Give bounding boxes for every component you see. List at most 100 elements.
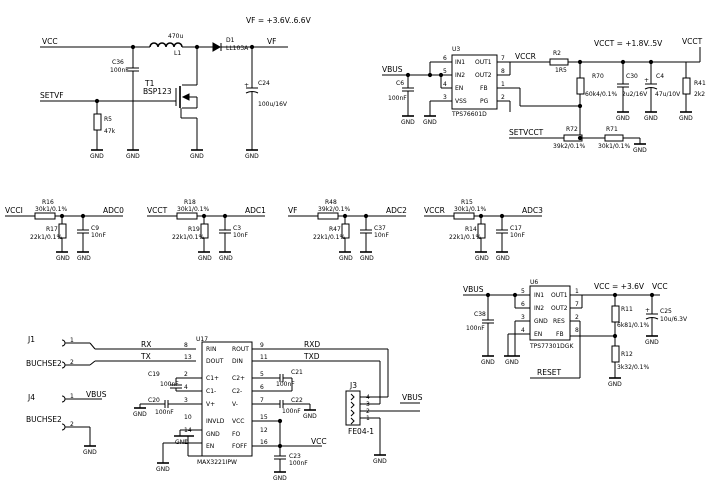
adc-dividers: VCCIR1630k1/0.1%ADC0R1722k1/0.1%C910nFGN… xyxy=(5,199,543,262)
j3-part: FE04-1 xyxy=(348,427,374,436)
u6-pin-in1: IN1 xyxy=(534,292,544,299)
j4-contact xyxy=(61,423,66,431)
vcc-voltage-note: VCC = +3.6V xyxy=(594,282,645,291)
vbus-net-label: VBUS xyxy=(382,65,403,74)
r41-value: 2k2 xyxy=(694,91,705,98)
u6-pin-gnd: GND xyxy=(534,318,548,325)
u3-pin-in2: IN2 xyxy=(455,72,465,79)
adc-output-net-label: ADC2 xyxy=(386,206,407,215)
c25-value: 10u/6.3V xyxy=(660,316,688,323)
u17-pin-right: V- xyxy=(232,401,238,408)
gnd-label: GND xyxy=(360,255,374,262)
u17-pin-right: C2+ xyxy=(232,375,245,382)
gnd-label: GND xyxy=(608,381,622,388)
adc-cap-value: 10nF xyxy=(510,232,525,239)
u6-pin-num: 8 xyxy=(575,327,579,334)
resistor-r18 xyxy=(176,212,198,220)
j3-ref: J3 xyxy=(349,381,357,390)
adc-r-top-ref: R16 xyxy=(42,199,54,206)
adc-cap-value: 10nF xyxy=(91,232,106,239)
vcc-net-label: VCC xyxy=(42,37,58,46)
u3-ic-body xyxy=(451,54,498,110)
t1-ref: T1 xyxy=(144,79,155,88)
c6-ref: C6 xyxy=(396,80,404,87)
c25-plus: + xyxy=(645,307,650,314)
u17-pin-left: C1- xyxy=(206,388,216,395)
u3-part: TPS76601D xyxy=(451,111,487,118)
adc-r-top-value: 30k1/0.1% xyxy=(35,206,67,213)
j4-part: BUCHSE2 xyxy=(26,415,62,424)
u17-pin-num: 11 xyxy=(260,354,268,361)
d1-part: LL103A xyxy=(226,45,249,52)
l1-value: 470u xyxy=(168,33,183,40)
u6-pin-num: 4 xyxy=(521,327,525,334)
u17-pin-left: INVLD xyxy=(206,418,225,425)
c4-value: 47u/10V xyxy=(655,91,681,98)
gnd-label: GND xyxy=(505,359,519,366)
u3-pin-num: 4 xyxy=(443,81,447,88)
resistor-r11 xyxy=(611,305,620,323)
adc-r-top-value: 30k1/0.1% xyxy=(454,206,486,213)
adc-input-net-label: VCCR xyxy=(424,206,445,215)
u6-ref: U6 xyxy=(530,279,538,286)
resistor-r48 xyxy=(317,212,339,220)
r11-value: 6k81/0.1% xyxy=(617,322,649,329)
adc-r-bot-ref: R47 xyxy=(329,226,341,233)
gnd-label: GND xyxy=(273,475,287,482)
u17-pin-num: 6 xyxy=(260,384,264,391)
gnd-label: GND xyxy=(401,119,415,126)
c24-ref: C24 xyxy=(258,80,270,87)
gnd-label: GND xyxy=(198,255,212,262)
u6-pin-en: EN xyxy=(534,331,542,338)
gnd-label: GND xyxy=(133,411,147,418)
t1-part: BSP123 xyxy=(143,87,172,96)
vcc-net-label: VCC xyxy=(311,437,327,446)
gnd-label: GND xyxy=(56,255,70,262)
adc-output-net-label: ADC1 xyxy=(245,206,266,215)
j3-pins-drawing xyxy=(350,393,355,425)
u6-pin-out2: OUT2 xyxy=(551,305,568,312)
adc-r-bot-ref: R14 xyxy=(465,226,477,233)
resistor-r15 xyxy=(453,212,475,220)
u3-pin-pg: PG xyxy=(480,98,489,105)
j4-ref: J4 xyxy=(27,393,35,402)
gnd-label: GND xyxy=(77,255,91,262)
u6-ic-body xyxy=(529,285,571,341)
u17-pin-right: C2- xyxy=(232,388,242,395)
r72-value: 39k2/0.1% xyxy=(553,143,585,150)
resistor-r41 xyxy=(682,77,691,95)
j1-contact xyxy=(61,361,66,369)
setvf-net-label: SETVF xyxy=(40,91,64,100)
u17-pin-num: 13 xyxy=(184,354,192,361)
u3-pin-in1: IN1 xyxy=(455,59,465,66)
u3-ref: U3 xyxy=(452,46,460,53)
c36-ref: C36 xyxy=(112,59,124,66)
adc-output-net-label: ADC3 xyxy=(522,206,543,215)
adc-divider-2: VFR4839k2/0.1%ADC2R4722k1/0.1%C3710nFGND… xyxy=(288,199,407,262)
u6-part: TPS77301DGK xyxy=(529,343,574,350)
u17-pin-right: DIN xyxy=(232,358,243,365)
j1-ref: J1 xyxy=(27,335,35,344)
u6-pin-fb: FB xyxy=(556,331,564,338)
r70-ref: R70 xyxy=(592,73,604,80)
u6-pin-in2: IN2 xyxy=(534,305,544,312)
u6-pin-res: RES xyxy=(553,318,565,325)
u17-pin-num: 5 xyxy=(260,371,264,378)
d1-ref: D1 xyxy=(226,37,235,44)
j1-contact xyxy=(61,339,66,347)
u17-pin-num: 16 xyxy=(260,439,268,446)
c4-plus: + xyxy=(644,77,649,84)
gnd-label: GND xyxy=(633,147,647,154)
u17-pin-left: V+ xyxy=(206,401,215,408)
r11-ref: R11 xyxy=(621,306,633,313)
c22-ref: C22 xyxy=(291,397,303,404)
u6-pin-num: 5 xyxy=(521,288,525,295)
adc-divider-0: VCCIR1630k1/0.1%ADC0R1722k1/0.1%C910nFGN… xyxy=(5,199,124,262)
r71-ref: R71 xyxy=(606,126,618,133)
u3-pin-fb: FB xyxy=(480,85,488,92)
vf-net-label: VF xyxy=(267,37,276,46)
r72-ref: R72 xyxy=(566,126,578,133)
u3-pin-num: 2 xyxy=(501,94,505,101)
u3-pin-num: 5 xyxy=(443,68,447,75)
